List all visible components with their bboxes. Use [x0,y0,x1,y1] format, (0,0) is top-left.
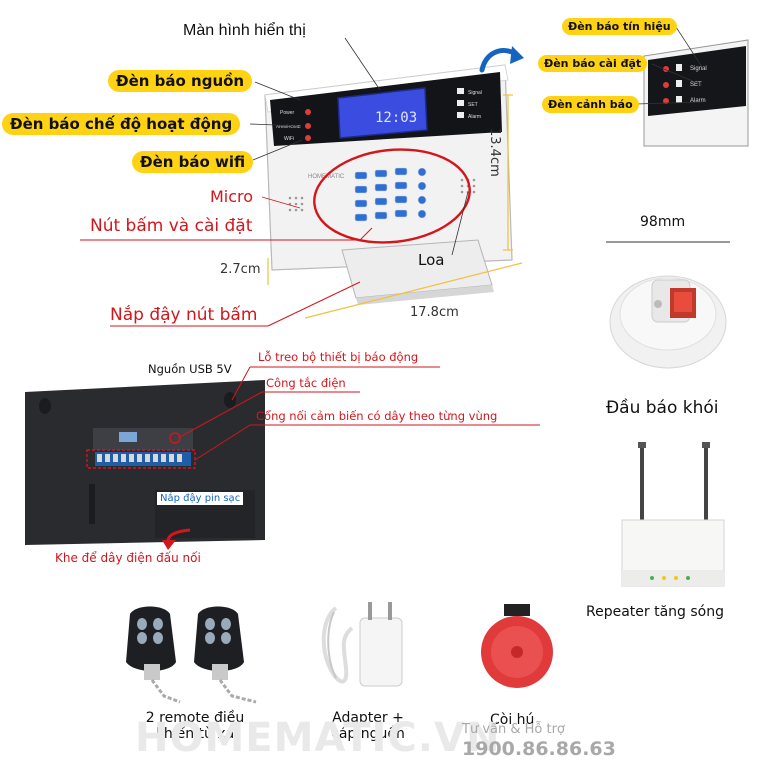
usb-power-label: Nguồn USB 5V [148,362,232,376]
zoom-alarm-text: Alarm [690,98,706,104]
wire-slot-label: Khe để dây điện đấu nối [55,551,201,565]
smoke-dimension-line [606,241,730,243]
svg-text:ARM/HOME: ARM/HOME [276,124,301,129]
battery-cover-label: Nắp đậy pin sạc [157,492,244,505]
display-label: Màn hình hiển thị [183,22,306,39]
support-text: Tư vấn & Hỗ trợ [462,722,565,737]
adapter-label-line1: Adapter + [332,710,404,726]
hang-hole-label: Lỗ treo bộ thiết bị báo động [258,350,419,364]
svg-text:Signal: Signal [468,90,482,96]
svg-text:Power: Power [280,110,295,116]
micro-label: Micro [210,187,254,206]
cover-label: Nắp đậy nút bấm [110,305,258,325]
smoke-detector-label: Đầu báo khói [606,398,719,418]
lcd-time: 12:03 [375,110,417,126]
support-phone: 1900.86.86.63 [462,738,616,760]
repeater-label: Repeater tăng sóng [586,604,724,620]
set-led-label: Đèn báo cài đặt [538,55,648,72]
signal-led-label: Đèn báo tín hiệu [562,18,677,35]
remote-label-line1: 2 remote điều [145,710,245,726]
smoke-detector-section: 98mm Đầu báo khói [580,200,760,425]
alarm-panel-image: 12:03 Power ARM/HOME WiFi Signal SET Ala… [264,64,513,305]
wifi-led-label: Đèn báo wifi [132,151,254,173]
back-panel-section: Nguồn USB 5V Lỗ treo bộ thiết bị báo độn… [0,350,560,580]
back-leader-lines [162,366,540,550]
zone-port-label: Cổng nối cảm biến có dây theo từng vùng [256,409,498,423]
accessory-row: 2 remote điều khiển từ xa Adapter + cáp … [0,580,760,760]
dimension-lines [80,37,523,327]
repeater-section: Repeater tăng sóng [580,440,760,625]
power-switch-label: Công tắc điện [266,376,346,390]
alarm-led-label: Đèn cảnh báo [542,96,639,113]
repeater-image [621,442,725,587]
svg-text:Alarm: Alarm [468,114,481,120]
speaker-label: Loa [418,251,445,269]
smoke-width-dimension: 98mm [640,214,686,230]
indicator-zoom-inset: Signal SET Alarm Đèn báo tín hiệu Đèn bá… [538,10,760,160]
siren-label: Còi hú [490,712,535,728]
zoom-arrow-icon [479,46,524,73]
siren-image [481,604,553,688]
adapter-label-line2: cáp nguồn [331,726,405,742]
remote-controls-image [126,606,257,704]
svg-text:WiFi: WiFi [284,136,294,142]
zoom-set-text: SET [690,82,702,88]
height-dimension: 13.4cm [487,128,502,177]
remote-label-line2: khiển từ xa [155,726,235,742]
adapter-image [321,602,403,687]
width-dimension: 17.8cm [410,305,459,320]
remote-label: 2 remote điều khiển từ xa [135,710,255,742]
zoom-leader-lines [635,26,705,105]
svg-text:SET: SET [468,102,478,108]
zoom-inset-image: Signal SET Alarm [643,39,749,147]
alarm-panel-section: 12:03 Power ARM/HOME WiFi Signal SET Ala… [0,0,760,340]
adapter-label: Adapter + cáp nguồn [318,710,418,742]
zoom-signal-text: Signal [690,66,707,72]
depth-dimension: 2.7cm [220,262,261,277]
smoke-detector-image [609,275,727,369]
power-led-label: Đèn báo nguồn [108,70,253,92]
brand-watermark: HOMEMATIC.VN [135,715,501,761]
keypad-label: Nút bấm và cài đặt [90,216,253,236]
mode-led-label: Đèn báo chế độ hoạt động [2,113,241,135]
